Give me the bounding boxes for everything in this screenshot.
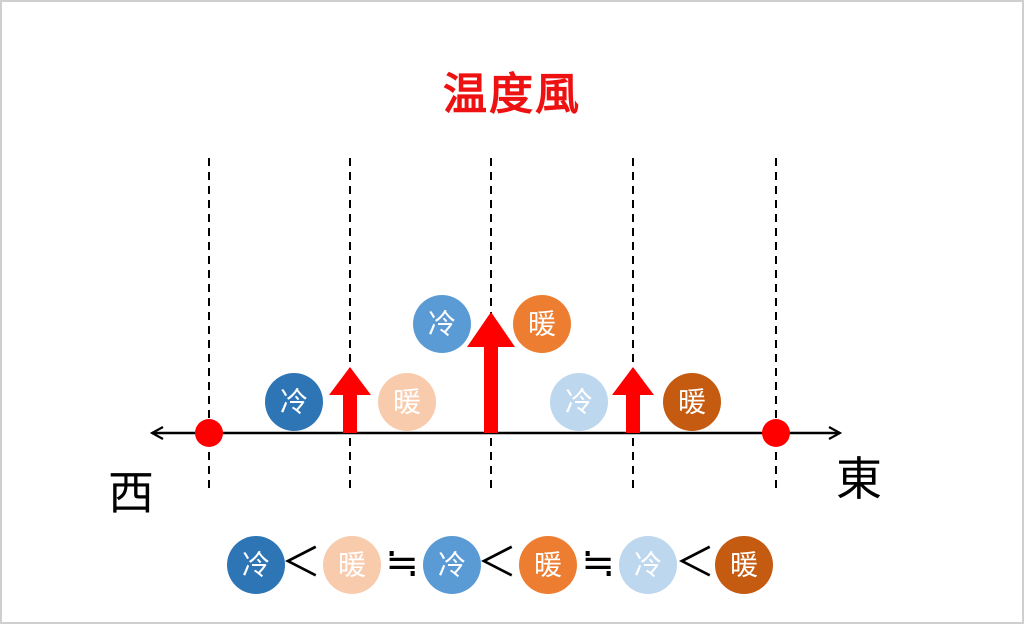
cold-circle-center: 冷 bbox=[413, 295, 471, 353]
west-label: 西 bbox=[108, 466, 154, 520]
wind-arrow-east bbox=[612, 367, 654, 433]
svg-text:冷: 冷 bbox=[428, 308, 456, 341]
east-point bbox=[762, 419, 790, 447]
relation-less-than-2: ＜ bbox=[477, 540, 517, 586]
svg-text:暖: 暖 bbox=[393, 386, 421, 419]
relation-warm-2: 暖 bbox=[519, 536, 577, 594]
relation-cold-1: 冷 bbox=[227, 536, 285, 594]
svg-text:冷: 冷 bbox=[438, 549, 466, 582]
svg-text:冷: 冷 bbox=[634, 549, 662, 582]
relation-warm-1: 暖 bbox=[323, 536, 381, 594]
warm-circle-center: 暖 bbox=[513, 295, 571, 353]
warm-circle-west: 暖 bbox=[378, 373, 436, 431]
cold-circle-west: 冷 bbox=[265, 373, 323, 431]
relation-less-than-1: ＜ bbox=[281, 540, 321, 586]
east-label: 東 bbox=[836, 452, 882, 506]
diagram-title: 温度風 bbox=[443, 69, 581, 120]
relation-cold-2: 冷 bbox=[423, 536, 481, 594]
svg-text:暖: 暖 bbox=[730, 549, 758, 582]
warm-circle-east: 暖 bbox=[663, 373, 721, 431]
svg-text:冷: 冷 bbox=[280, 386, 308, 419]
relation-cold-3: 冷 bbox=[619, 536, 677, 594]
temperature-relation: 冷 ＜ 暖 ≒ 冷 ＜ 暖 ≒ 冷 ＜ 暖 bbox=[227, 536, 773, 594]
svg-text:暖: 暖 bbox=[678, 386, 706, 419]
relation-approx-1: ≒ bbox=[385, 540, 419, 586]
cold-circle-east: 冷 bbox=[550, 373, 608, 431]
svg-text:暖: 暖 bbox=[338, 549, 366, 582]
wind-arrow-west bbox=[329, 367, 371, 433]
relation-warm-3: 暖 bbox=[715, 536, 773, 594]
relation-approx-2: ≒ bbox=[581, 540, 615, 586]
svg-text:冷: 冷 bbox=[242, 549, 270, 582]
relation-less-than-3: ＜ bbox=[675, 540, 715, 586]
svg-text:暖: 暖 bbox=[534, 549, 562, 582]
svg-text:暖: 暖 bbox=[528, 308, 556, 341]
west-point bbox=[195, 419, 223, 447]
svg-text:冷: 冷 bbox=[565, 386, 593, 419]
wind-arrow-center bbox=[467, 312, 515, 433]
